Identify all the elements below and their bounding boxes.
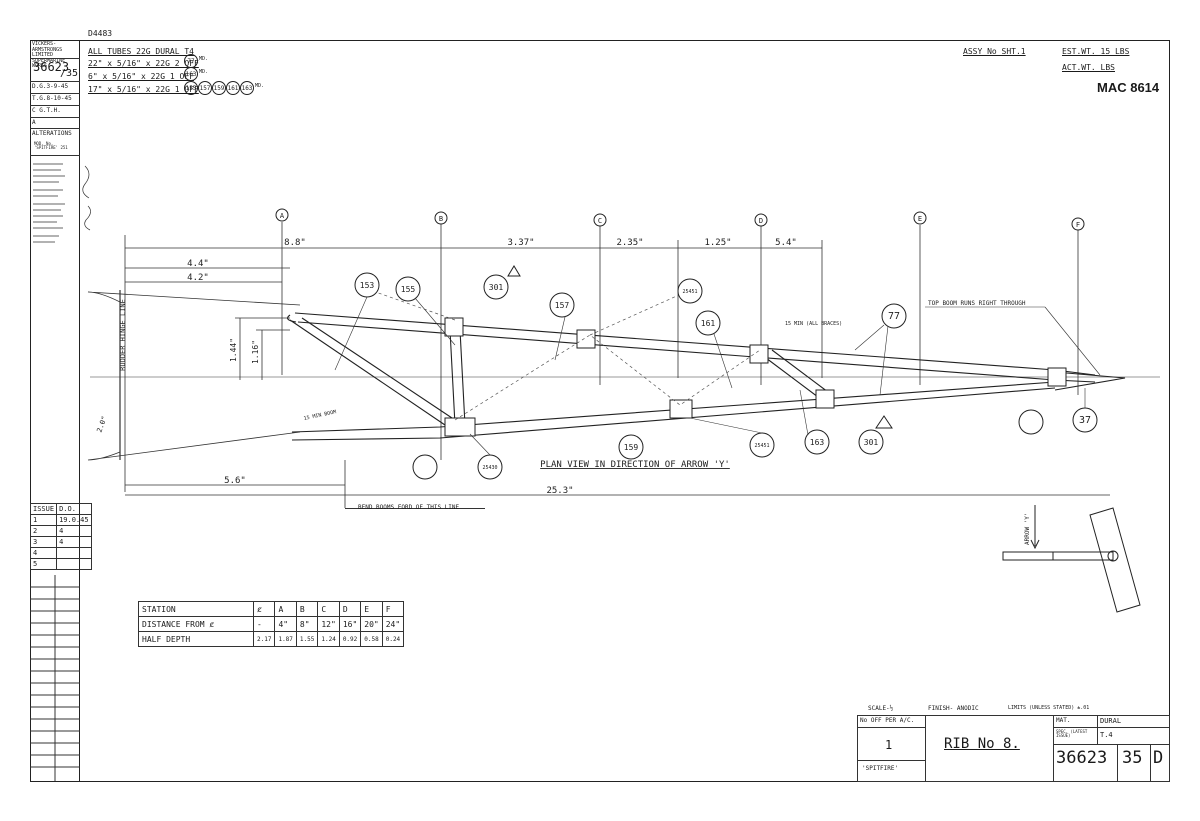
- materials-part-bubbles: 77 163 155 157 159 161 163 MD. MD. MD.: [184, 54, 264, 95]
- station-e: E: [918, 215, 922, 223]
- station-d: D: [759, 217, 763, 225]
- company-name: VICKERS-ARMSTRONGS LIMITED SUPERMARINE W…: [32, 41, 66, 69]
- callout-25451-top: 25451: [682, 289, 697, 295]
- callout-153: 153: [360, 281, 375, 290]
- spec-label: SPEC. (LATEST ISSUE): [1056, 729, 1088, 738]
- callout-37: 37: [1079, 415, 1091, 426]
- dim-5-6: 5.6": [224, 476, 246, 486]
- plan-view-label: PLAN VIEW IN DIRECTION OF ARROW 'Y': [540, 460, 730, 470]
- issue-letter: A: [32, 119, 36, 126]
- dim-1-16: 1.16": [251, 340, 260, 364]
- rudder-hinge-label: RUDDER HINGE LINE: [119, 299, 127, 371]
- top-reference: D4483: [88, 29, 113, 38]
- materials-line-3: 6" x 5/16" x 22G 1 OFF: [88, 72, 194, 81]
- materials-line-1: ALL TUBES 22G DURAL T4: [88, 47, 194, 56]
- sheet-number-box: 35: [1122, 748, 1143, 768]
- callout-163: 163: [810, 438, 825, 447]
- actual-weight: ACT.WT. LBS: [1062, 63, 1115, 72]
- rib-plan-view: A B C D E F 153 155 301 157 25451 161 77…: [87, 208, 1160, 508]
- left-title-strip: [30, 40, 80, 782]
- checked-by: C G.T.H.: [32, 107, 61, 114]
- alterations-heading: ALTERATIONS: [32, 130, 72, 137]
- dim-4-4: 4.4": [187, 259, 209, 269]
- svg-text:MD.: MD.: [255, 83, 264, 89]
- callout-159: 159: [624, 443, 639, 452]
- pin-all-braces-label: 15 MIN (ALL BRACES): [785, 321, 842, 327]
- svg-text:159: 159: [214, 85, 225, 92]
- issue-grid-blank: [30, 575, 80, 781]
- dim-1-44: 1.44": [229, 338, 238, 362]
- materials-line-4: 17" x 5/16" x 22G 1 OFF: [88, 85, 199, 94]
- drawing-frame: [30, 40, 1170, 782]
- callout-301-bottom: 301: [864, 438, 879, 447]
- issue-box: D: [1153, 748, 1164, 768]
- top-boom-label: TOP BOOM RUNS RIGHT THROUGH: [928, 300, 1026, 307]
- dim-8-8: 8.8": [284, 238, 306, 248]
- dim-4-2: 4.2": [187, 273, 209, 283]
- bend-booms-note: BEND BOOMS FORD OF THIS LINE: [358, 504, 460, 511]
- assy-reference: ASSY No SHT.1: [963, 47, 1026, 56]
- arrow-y-detail: ARROW 'Y': [1002, 505, 1141, 613]
- callout-77: 77: [888, 311, 900, 322]
- svg-text:155: 155: [186, 85, 197, 92]
- arrow-y-label: ARROW 'Y': [1024, 512, 1031, 545]
- station-c: C: [598, 217, 602, 225]
- svg-text:MD.: MD.: [199, 56, 208, 62]
- dim-2-0: 2.0": [95, 415, 108, 434]
- drawing-number: 36623: [33, 60, 70, 74]
- callout-161: 161: [701, 319, 716, 328]
- callout-25430: 25430: [482, 465, 497, 471]
- svg-text:157: 157: [200, 85, 211, 92]
- station-f: F: [1076, 221, 1080, 229]
- dim-25-3: 25.3": [546, 486, 573, 496]
- mod-note: MOD. No. 'SPITFIRE' 251: [34, 141, 68, 150]
- station-b: B: [439, 215, 443, 223]
- title-block: [857, 715, 1170, 782]
- min-boom-label: 15 MIN BOOM: [303, 409, 337, 422]
- aircraft-name: 'SPITFIRE': [862, 765, 899, 772]
- traced-date: T.G.8-10-45: [32, 95, 72, 102]
- callout-155: 155: [401, 285, 416, 294]
- callout-25451-bottom: 25451: [754, 443, 769, 449]
- dim-2-35: 2.35": [616, 238, 643, 248]
- scale-label: SCALE-½: [868, 705, 894, 712]
- sheet-number: /35: [60, 68, 79, 79]
- drawing-number-box: 36623: [1056, 748, 1108, 768]
- svg-text:163: 163: [242, 85, 253, 92]
- mac-number: MAC 8614: [1097, 80, 1160, 95]
- svg-text:MD.: MD.: [199, 69, 208, 75]
- alteration-scribbles: [33, 163, 91, 243]
- finish-label: FINISH- ANODIC: [928, 705, 979, 712]
- spec-value: T.4: [1100, 731, 1113, 739]
- callout-301-top: 301: [489, 283, 504, 292]
- mat-label: MAT.: [1056, 717, 1071, 724]
- station-a: A: [280, 212, 285, 220]
- callout-157: 157: [555, 301, 570, 310]
- dim-3-37: 3.37": [507, 238, 534, 248]
- dim-5-4: 5.4": [775, 238, 797, 248]
- limits-label: LIMITS (UNLESS STATED) ±.01: [1008, 705, 1090, 711]
- svg-text:161: 161: [228, 85, 239, 92]
- bubble-77: 77: [187, 58, 195, 65]
- bubble-163a: 163: [186, 71, 197, 78]
- estimated-weight: EST.WT. 15 LBS: [1062, 47, 1130, 56]
- mat-value: DURAL: [1100, 717, 1122, 725]
- dim-1-25: 1.25": [704, 238, 731, 248]
- drawn-date: D.G.3-9-45: [32, 83, 69, 90]
- materials-line-2: 22" x 5/16" x 22G 2 OFF: [88, 59, 199, 68]
- no-off-value: 1: [885, 738, 893, 752]
- no-off-label: No OFF PER A/C.: [860, 717, 915, 724]
- drawing-title: RIB No 8.: [944, 736, 1020, 752]
